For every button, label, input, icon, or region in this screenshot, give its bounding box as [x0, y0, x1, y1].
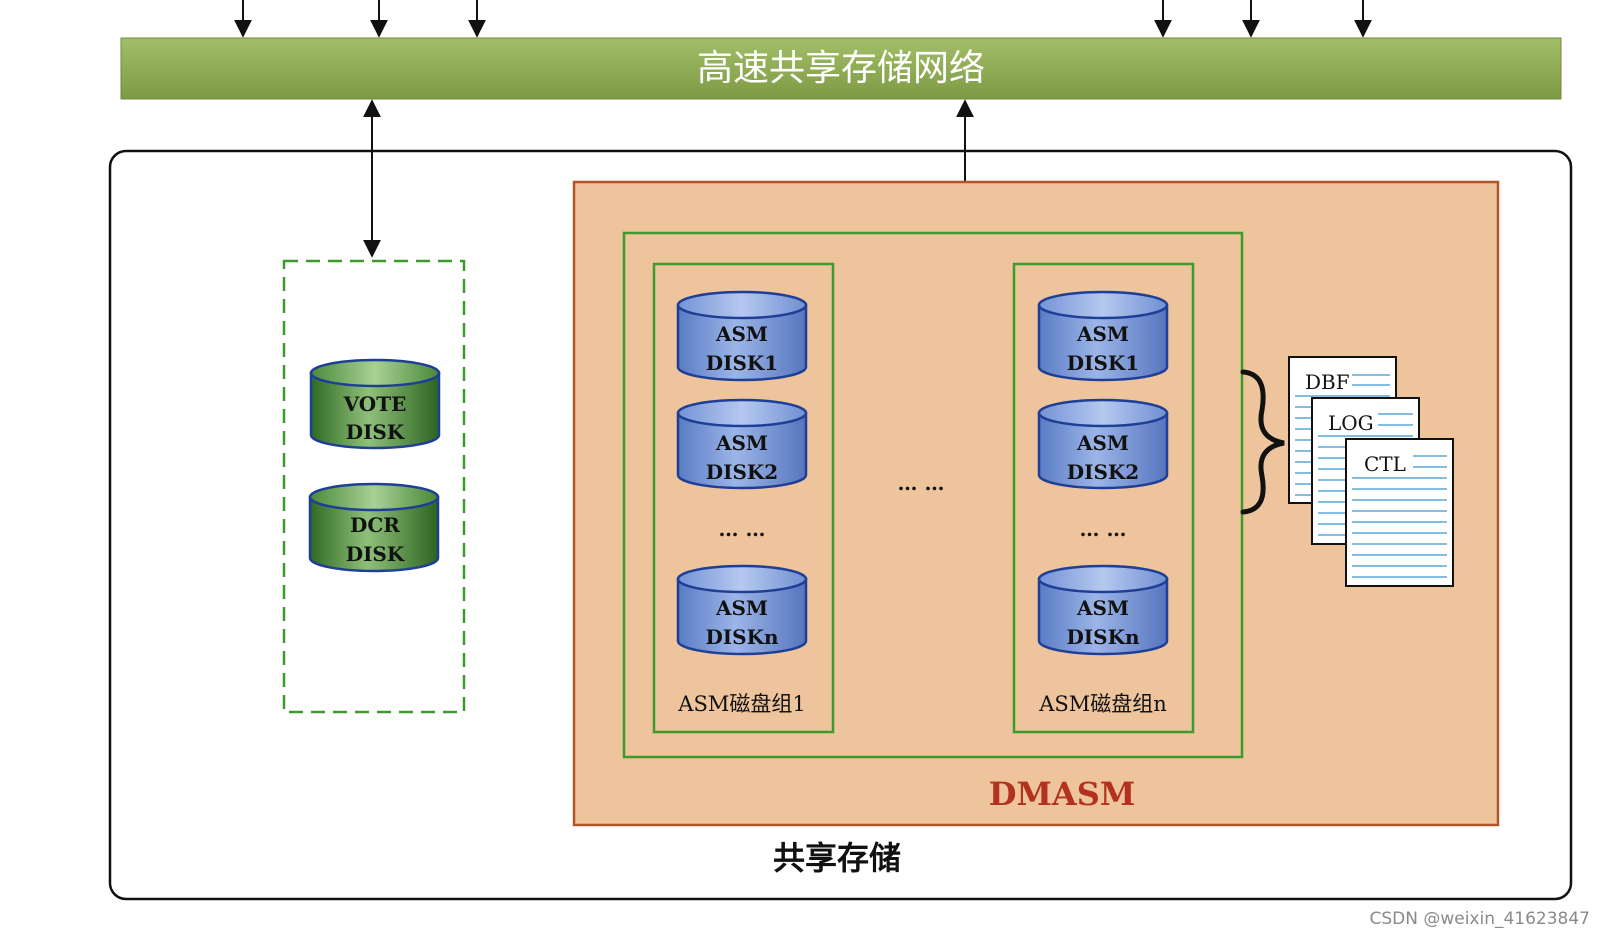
asm-disk-line1: ASM: [1076, 431, 1129, 455]
asm-disk-line2: DISK2: [706, 460, 778, 484]
group-ellipsis: … …: [898, 471, 945, 495]
asm-disk-line1: ASM: [715, 322, 768, 346]
asm-disk-icon: ASM DISK2: [1037, 398, 1169, 490]
ctl-file-icon: CTL: [1345, 438, 1454, 587]
curly-brace-icon: [1240, 369, 1285, 515]
asm-disk-line1: ASM: [1076, 596, 1129, 620]
asm-disk-line2: DISK2: [1067, 460, 1139, 484]
asm-disk-line2: DISKn: [1066, 625, 1140, 649]
dmasm-label: DMASM: [989, 775, 1136, 813]
asm-disk-line1: ASM: [715, 431, 768, 455]
system-disks-box: [282, 259, 466, 714]
watermark: CSDN @weixin_41623847: [1369, 909, 1590, 929]
asm-disk-line1: ASM: [715, 596, 768, 620]
dcr-disk-line2: DISK: [346, 542, 405, 566]
disk-group-label: ASM磁盘组n: [1038, 692, 1167, 716]
ctl-file-label: CTL: [1364, 452, 1406, 476]
asm-disk-icon: ASM DISKn: [1037, 564, 1169, 656]
dbf-file-label: DBF: [1305, 370, 1350, 394]
asm-disk-line2: DISK1: [706, 351, 778, 375]
dcr-disk-icon: DCR DISK: [308, 482, 440, 573]
disk-group-label: ASM磁盘组1: [677, 692, 805, 716]
shared-storage-label: 共享存储: [773, 839, 901, 877]
shared-storage-network-bar: 高速共享存储网络: [120, 37, 1562, 100]
log-file-label: LOG: [1328, 411, 1374, 435]
asm-disk-icon: ASM DISK1: [676, 290, 808, 382]
asm-disk-line2: DISK1: [1067, 351, 1139, 375]
disk-ellipsis: … …: [1080, 517, 1127, 541]
asm-disk-icon: ASM DISK2: [676, 398, 808, 490]
asm-disk-group-n: ASM DISK1 ASM DISK2 … … ASM DISKn ASM磁盘组…: [1012, 262, 1195, 734]
vote-disk-icon: VOTE DISK: [309, 358, 441, 450]
asm-disk-line2: DISKn: [705, 625, 779, 649]
disk-ellipsis: … …: [719, 517, 766, 541]
vote-disk-line2: DISK: [346, 420, 405, 444]
disk-groups-container: [622, 231, 1244, 759]
vote-disk-line1: VOTE: [343, 392, 407, 416]
network-label: 高速共享存储网络: [697, 48, 985, 89]
dcr-disk-line1: DCR: [350, 513, 400, 537]
incoming-arrows: [234, 0, 1372, 38]
asm-disk-icon: ASM DISKn: [676, 564, 808, 656]
asm-disk-line1: ASM: [1076, 322, 1129, 346]
asm-disk-group-1: ASM DISK1 ASM DISK2 … … ASM DISKn ASM磁盘组…: [652, 262, 835, 734]
asm-disk-icon: ASM DISK1: [1037, 290, 1169, 382]
